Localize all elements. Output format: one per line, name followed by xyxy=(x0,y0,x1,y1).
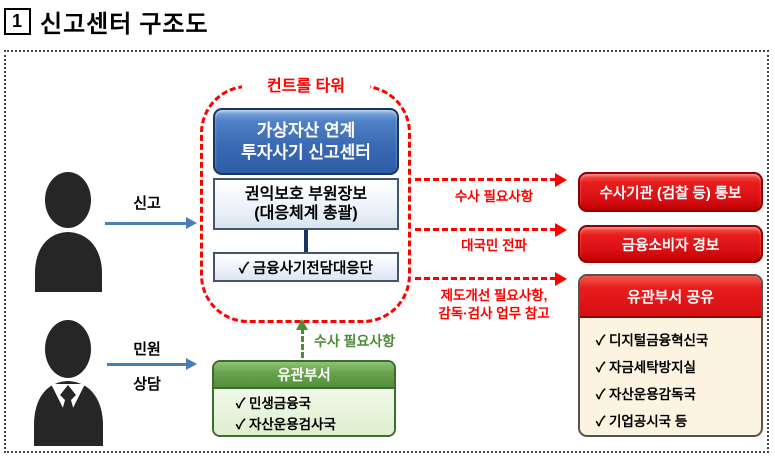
public-alert-arrow xyxy=(415,228,556,231)
deputy-governor-box: 권익보호 부원장보 (대응체계 총괄) xyxy=(213,178,399,230)
shared-departments-list: ✓ 디지털금융혁신국 ✓ 자금세탁방지실 ✓ 자산운용감독국 ✓ 기업공시국 등 xyxy=(580,318,761,435)
list-item: ✓ 자금세탁방지실 xyxy=(596,360,696,375)
investigation-up-arrow-head-icon xyxy=(296,319,308,330)
list-item: ✓ 자산운용감독국 xyxy=(596,387,696,402)
fraud-taskforce-box: ✓ 금융사기전담대응단 xyxy=(213,252,399,282)
person-icon xyxy=(35,172,102,292)
list-item: ✓ 기업공시국 등 xyxy=(596,414,688,429)
list-item: ✓ 디지털금융혁신국 xyxy=(596,333,709,348)
complaint-arrow-label-2: 상담 xyxy=(133,376,161,393)
list-item: ✓ 자산운용검사국 xyxy=(236,417,336,432)
investigation-up-arrow xyxy=(301,328,304,358)
investigation-arrow xyxy=(415,178,556,181)
deputy-governor-line2: (대응체계 총괄) xyxy=(254,205,358,222)
deputy-taskforce-connector xyxy=(304,230,308,252)
public-alert-arrow-label: 대국민 전파 xyxy=(461,238,527,253)
related-departments-box: 유관부서 ✓ 민생금융국 ✓ 자산운용검사국 xyxy=(212,360,396,437)
report-arrow-label: 신고 xyxy=(133,195,161,212)
policy-share-arrow-head-icon xyxy=(555,272,567,286)
page-title: 1 신고센터 구조도 xyxy=(4,4,209,39)
investigation-agency-box: 수사기관 (검찰 등) 통보 xyxy=(578,172,763,212)
complaint-arrow-head-icon xyxy=(186,358,197,370)
deputy-governor-line1: 권익보호 부원장보 xyxy=(244,185,368,203)
title-text: 신고센터 구조도 xyxy=(40,12,209,38)
investigation-up-arrow-label: 수사 필요사항 xyxy=(314,333,396,349)
public-alert-arrow-head-icon xyxy=(555,223,567,237)
policy-share-arrow-label-2: 감독·검사 업무 참고 xyxy=(438,306,550,321)
related-departments-header: 유관부서 xyxy=(214,362,394,389)
report-center-line1: 가상자산 연계 xyxy=(256,121,356,141)
control-tower-label: 컨트롤 타워 xyxy=(242,72,370,96)
title-number-box: 1 xyxy=(4,8,32,35)
shared-departments-header: 유관부서 공유 xyxy=(580,276,761,318)
complaint-arrow xyxy=(107,363,187,366)
complaint-arrow-label-1: 민원 xyxy=(133,341,161,358)
report-center-line2: 투자사기 신고센터 xyxy=(241,142,371,162)
report-center-box: 가상자산 연계 투자사기 신고센터 xyxy=(213,108,399,175)
list-item: ✓ 민생금융국 xyxy=(236,396,312,411)
investigation-arrow-label: 수사 필요사항 xyxy=(454,189,534,204)
consumer-alert-box: 금융소비자 경보 xyxy=(578,225,763,263)
report-arrow-head-icon xyxy=(186,217,197,229)
investigation-arrow-head-icon xyxy=(555,173,567,187)
report-arrow xyxy=(105,222,187,225)
person-suit-icon xyxy=(34,320,103,446)
policy-share-arrow-label-1: 제도개선 필요사항, xyxy=(440,288,548,303)
shared-departments-panel: 유관부서 공유 ✓ 디지털금융혁신국 ✓ 자금세탁방지실 ✓ 자산운용감독국 ✓… xyxy=(578,274,763,437)
related-departments-list: ✓ 민생금융국 ✓ 자산운용검사국 xyxy=(214,389,394,435)
policy-share-arrow xyxy=(415,277,556,280)
